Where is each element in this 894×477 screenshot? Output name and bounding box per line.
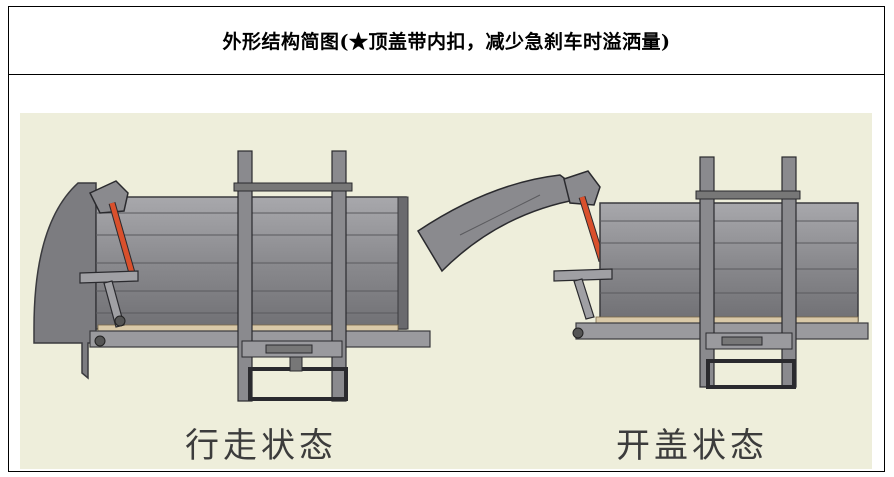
open-tank-drawing bbox=[416, 156, 869, 389]
structure-diagram: 行走状态 开盖状态 bbox=[20, 113, 872, 469]
diagram-drawing bbox=[33, 150, 869, 402]
travel-state-caption: 行走状态 bbox=[185, 426, 337, 466]
closed-tank-drawing bbox=[33, 150, 431, 402]
document-table: 外形结构简图(★顶盖带内扣，减少急刹车时溢洒量) bbox=[8, 6, 885, 472]
open-lid-state-caption: 开盖状态 bbox=[616, 426, 768, 466]
page-title: 外形结构简图(★顶盖带内扣，减少急刹车时溢洒量) bbox=[222, 31, 671, 53]
title-cell: 外形结构简图(★顶盖带内扣，减少急刹车时溢洒量) bbox=[9, 7, 884, 75]
